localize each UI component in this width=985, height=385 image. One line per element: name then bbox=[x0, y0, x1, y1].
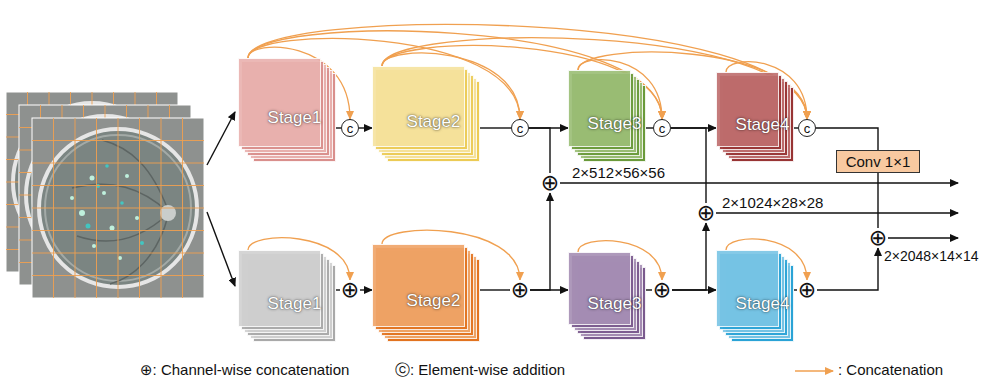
stage-label: Stage1 bbox=[268, 294, 322, 314]
node-text: ⊕ bbox=[697, 203, 715, 223]
legend-item: ⓒ: Element-wise addition bbox=[395, 361, 565, 379]
connector bbox=[360, 289, 372, 290]
stage-block: Stage3 bbox=[568, 70, 646, 162]
connector bbox=[672, 289, 716, 290]
output-arrow bbox=[716, 212, 958, 213]
addition-node: c bbox=[511, 119, 529, 137]
stage-block: Stage1 bbox=[238, 250, 336, 342]
concat-node: ⊕ bbox=[868, 228, 888, 248]
dimension-text: 2×2048×14×14 bbox=[884, 248, 979, 264]
dimension-label: 2×2048×14×14 bbox=[884, 247, 979, 265]
connector bbox=[816, 128, 878, 150]
connector bbox=[646, 127, 653, 128]
connector bbox=[530, 193, 550, 290]
node-text: ⊕ bbox=[653, 280, 671, 300]
connector bbox=[480, 289, 510, 290]
stage-label: Stage4 bbox=[736, 115, 790, 135]
legend-text: ⓒ: Element-wise addition bbox=[395, 361, 565, 379]
legend-item: ⊕: Channel-wise concatenation bbox=[140, 361, 349, 379]
stage-block: Stage4 bbox=[716, 72, 794, 162]
connector bbox=[529, 128, 550, 173]
feature-map-layer bbox=[716, 250, 779, 327]
feature-map-layer bbox=[372, 66, 465, 147]
node-text: Conv 1×1 bbox=[846, 153, 911, 170]
connector bbox=[672, 223, 706, 290]
node-text: c bbox=[659, 122, 666, 135]
stage-label: Stage2 bbox=[407, 112, 461, 132]
concat-node: ⊕ bbox=[340, 280, 360, 300]
node-text: c bbox=[517, 122, 524, 135]
stage-block: Stage1 bbox=[238, 58, 336, 162]
dimension-label: 2×512×56×56 bbox=[572, 164, 665, 182]
output-arrow bbox=[888, 237, 958, 238]
connector bbox=[817, 248, 878, 290]
legend-item: : Concatenation bbox=[838, 361, 943, 379]
node-text: ⊕ bbox=[541, 173, 559, 193]
stage-block: Stage4 bbox=[716, 250, 794, 342]
connector bbox=[671, 128, 706, 203]
output-arrow bbox=[560, 182, 958, 183]
node-text: c bbox=[347, 122, 354, 135]
connector bbox=[877, 173, 878, 228]
node-text: c bbox=[804, 122, 811, 135]
input-arrow bbox=[207, 212, 235, 286]
feature-map-layer bbox=[568, 252, 631, 325]
node-text: ⊕ bbox=[341, 280, 359, 300]
connector bbox=[480, 127, 511, 128]
feature-map-layer bbox=[372, 244, 465, 327]
input-image bbox=[32, 118, 204, 298]
concat-node: ⊕ bbox=[797, 280, 817, 300]
addition-node: c bbox=[798, 119, 816, 137]
connector bbox=[359, 127, 372, 128]
stage-label: Stage2 bbox=[407, 291, 461, 311]
addition-node: c bbox=[653, 119, 671, 137]
stage-label: Stage1 bbox=[268, 108, 322, 128]
concat-node: ⊕ bbox=[510, 280, 530, 300]
legend-text: ⊕: Channel-wise concatenation bbox=[140, 361, 349, 379]
dimension-text: 2×1024×28×28 bbox=[722, 194, 823, 211]
dimension-label: 2×1024×28×28 bbox=[722, 194, 823, 212]
stage-label: Stage3 bbox=[588, 114, 642, 134]
addition-node: c bbox=[341, 119, 359, 137]
input-arrow bbox=[207, 112, 235, 165]
stage-block: Stage3 bbox=[568, 252, 646, 340]
node-text: ⊕ bbox=[511, 280, 529, 300]
stage-block: Stage2 bbox=[372, 66, 480, 162]
feature-map-layer bbox=[716, 72, 779, 147]
feature-map-layer bbox=[238, 250, 321, 327]
stage-label: Stage3 bbox=[588, 294, 642, 314]
node-text: ⊕ bbox=[798, 280, 816, 300]
legend-text: : Concatenation bbox=[838, 361, 943, 379]
node-text: ⊕ bbox=[869, 228, 887, 248]
conv-box: Conv 1×1 bbox=[836, 150, 920, 173]
stage-label: Stage4 bbox=[736, 294, 790, 314]
concat-node: ⊕ bbox=[540, 173, 560, 193]
concat-node: ⊕ bbox=[696, 203, 716, 223]
stage-block: Stage2 bbox=[372, 244, 480, 342]
feature-map-layer bbox=[238, 58, 321, 147]
connector bbox=[530, 289, 568, 290]
feature-map-layer bbox=[568, 70, 631, 147]
dimension-text: 2×512×56×56 bbox=[572, 164, 665, 181]
concat-node: ⊕ bbox=[652, 280, 672, 300]
legend-arrow-sample bbox=[795, 370, 833, 372]
